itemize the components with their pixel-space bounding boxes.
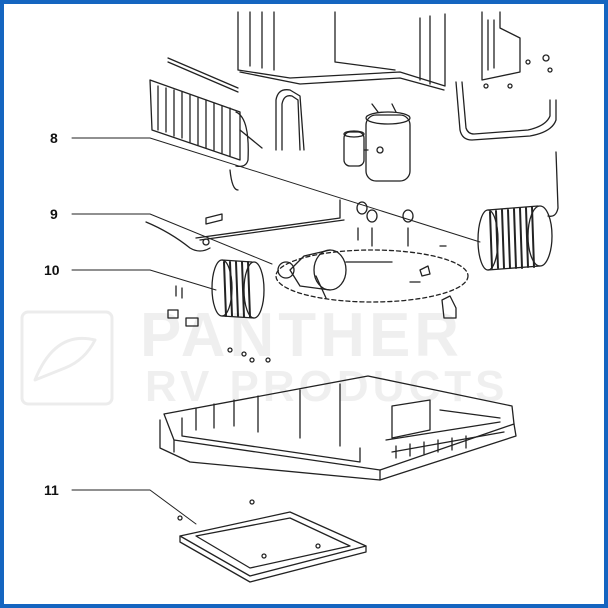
callout-8: 8 [50, 130, 58, 146]
blower-motor-part [277, 249, 393, 299]
upper-housing-part [237, 11, 446, 91]
motor-assembly-outline [275, 249, 469, 303]
hardware-part [167, 245, 457, 363]
right-pipe-part [455, 81, 559, 217]
leader-11 [71, 489, 197, 525]
leader-lines [71, 137, 481, 525]
upper-bracket-part [481, 11, 553, 89]
watermark-logo [20, 310, 114, 406]
rod-part [167, 57, 239, 93]
motor-mount-plate [145, 199, 414, 252]
callout-9: 9 [50, 206, 58, 222]
leader-10 [71, 269, 217, 291]
pipe-part [275, 89, 305, 151]
callout-11: 11 [44, 482, 59, 498]
watermark-line1: PANTHER [140, 301, 464, 370]
coil-part [149, 79, 263, 191]
blower-wheel-left [211, 259, 265, 319]
callout-10: 10 [44, 262, 60, 278]
leader-9 [71, 213, 273, 265]
base-pan-part [159, 375, 517, 481]
compressor-part [343, 103, 411, 182]
blower-wheel-right [477, 205, 553, 271]
leader-8 [71, 137, 481, 243]
return-frame-part [177, 499, 367, 583]
watermark-line2: RV PRODUCTS [145, 362, 509, 411]
